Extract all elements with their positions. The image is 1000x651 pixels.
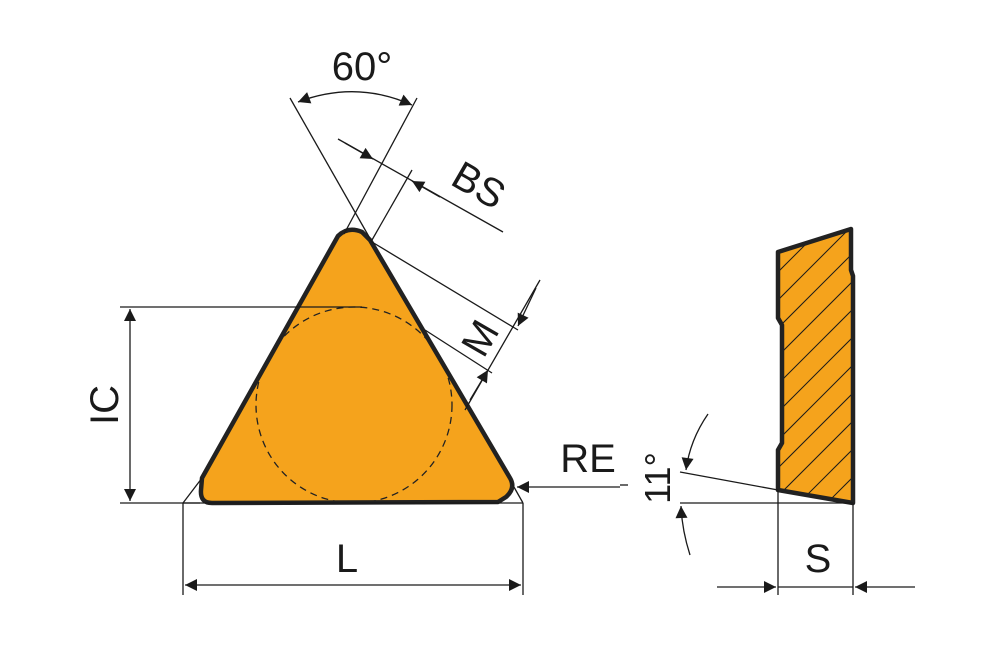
l-dimension: L xyxy=(182,477,524,595)
ic-dimension: IC xyxy=(83,306,362,504)
s-dimension: S xyxy=(717,490,915,595)
bs-dimension: BS xyxy=(337,138,513,241)
clearance-angle-dimension: 11° xyxy=(620,413,853,556)
re-dimension: RE xyxy=(517,437,620,493)
l-label: L xyxy=(336,537,358,581)
bs-label: BS xyxy=(444,153,512,218)
triangle-insert xyxy=(198,227,515,506)
angle-60-dimension: 60° xyxy=(289,45,418,243)
angle-60-label: 60° xyxy=(332,45,393,89)
insert-top-view xyxy=(198,227,515,506)
side-section xyxy=(778,229,853,503)
clearance-angle-label: 11° xyxy=(637,452,678,504)
s-label: S xyxy=(805,537,832,581)
ic-label: IC xyxy=(83,385,127,425)
insert-side-view xyxy=(775,226,856,506)
m-label: M xyxy=(453,313,508,364)
re-label: RE xyxy=(560,437,616,481)
